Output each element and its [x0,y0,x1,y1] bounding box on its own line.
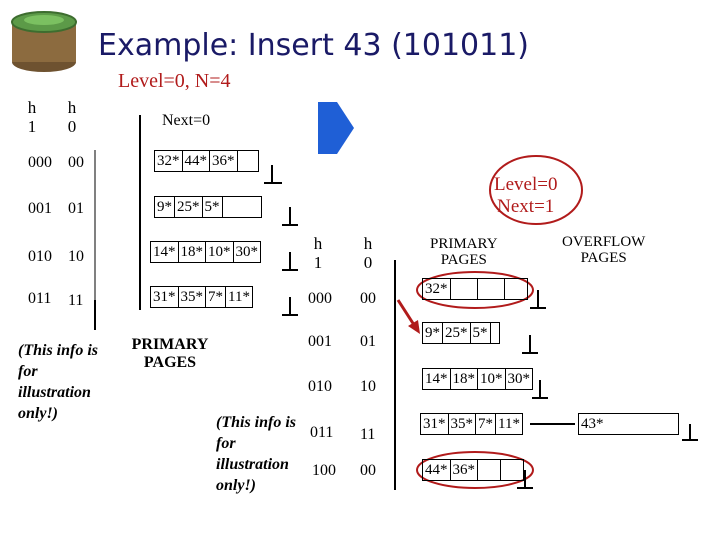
bucket-cell: 11* [495,413,523,435]
highlight-ellipse-bucket-100 [416,451,534,489]
left-row3-h0: 11 [68,292,84,309]
left-header-h0: h 0 [67,98,77,136]
overflow-cell-empty [604,413,631,435]
left-chain-ticks [264,165,298,316]
left-bucket-011: 31* 35* 7* 11* [150,286,253,308]
slide-subtitle: Level=0, N=4 [118,70,231,92]
bucket-cell: 25* [174,196,203,218]
left-header-h1: h 1 [27,98,37,136]
bucket-cell: 30* [504,368,533,390]
right-row4-h0: 00 [360,462,376,479]
bucket-cell: 10* [205,241,234,263]
bucket-cell [489,322,500,344]
bucket-cell [477,459,501,481]
highlight-ellipse-status [489,155,583,225]
bucket-cell: 14* [150,241,179,263]
left-primary-pages-label: PRIMARY PAGES [131,336,209,371]
bucket-cell: 44* [422,459,451,481]
bucket-cell [476,278,505,300]
overflow-cell-empty [654,413,679,435]
bucket-cell: 31* [420,413,449,435]
bucket-cell: 9* [422,322,443,344]
bucket-cell: 44* [181,150,210,172]
bucket-cell: 36* [449,459,478,481]
bucket-cell: 7* [475,413,496,435]
right-row2-h1: 010 [308,378,332,395]
right-header-h1: h 1 [313,234,323,272]
left-bucket-010: 14* 18* 10* 30* [150,241,261,263]
right-bucket-001: 9* 25* 5* [422,322,500,344]
left-row0-h0: 00 [68,154,84,171]
right-row1-h0: 01 [360,333,376,350]
bucket-cell: 11* [225,286,253,308]
overflow-cell: 43* [578,413,606,435]
left-next-label: Next=0 [162,112,211,129]
right-chain-ticks [517,290,698,489]
bucket-cell [500,459,524,481]
right-bucket-100: 44* 36* [422,459,524,481]
bucket-cell: 32* [154,150,183,172]
bucket-cell: 5* [201,196,223,218]
left-row2-h1: 010 [28,248,52,265]
bucket-cell: 35* [177,286,206,308]
right-row0-h0: 00 [360,290,376,307]
bucket-cell: 9* [154,196,175,218]
right-row0-h1: 000 [308,290,332,307]
right-overflow-page: 43* [578,413,679,435]
left-illustration-note: (This info is for illustration only!) [18,342,99,422]
right-row2-h0: 10 [360,378,376,395]
right-illustration-note: (This info is for illustration only!) [216,414,297,494]
left-row0-h1: 000 [28,154,52,171]
bucket-cell: 32* [422,278,451,300]
right-overflow-pages-label: OVERFLOW PAGES [562,234,646,266]
bucket-cell: 5* [469,322,491,344]
bucket-cell [236,150,259,172]
right-row3-h0: 11 [360,426,376,443]
right-row4-h1: 100 [312,462,336,479]
right-primary-pages-label: PRIMARY PAGES [430,236,498,268]
right-bucket-010: 14* 18* 10* 30* [422,368,533,390]
bucket-cell: 36* [209,150,238,172]
left-row1-h0: 01 [68,200,84,217]
right-bucket-011: 31* 35* 7* 11* [420,413,523,435]
highlight-ellipse-bucket-000 [416,271,534,309]
slide-title: Example: Insert 43 (101011) [98,28,530,63]
bucket-cell [449,278,478,300]
bucket-cell: 18* [177,241,206,263]
bucket-cell: 18* [449,368,478,390]
bucket-cell: 7* [205,286,226,308]
database-icon [11,11,77,72]
right-header-h0: h 0 [363,234,373,272]
right-row3-h1: 011 [310,424,334,441]
bucket-cell: 35* [447,413,476,435]
bucket-cell [221,196,262,218]
left-bucket-001: 9* 25* 5* [154,196,262,218]
right-status: Level=0 Next=1 [494,174,558,217]
transition-arrow [318,102,354,154]
bucket-cell: 30* [232,241,261,263]
right-row1-h1: 001 [308,333,332,350]
right-bucket-000: 32* [422,278,528,300]
bucket-cell: 14* [422,368,451,390]
left-row2-h0: 10 [68,248,84,265]
bucket-cell: 10* [477,368,506,390]
bucket-cell [503,278,528,300]
left-row3-h1: 011 [28,290,52,307]
bucket-cell: 25* [442,322,471,344]
left-bucket-000: 32* 44* 36* [154,150,259,172]
overflow-cell-empty [629,413,656,435]
left-row1-h1: 001 [28,200,52,217]
bucket-cell: 31* [150,286,179,308]
